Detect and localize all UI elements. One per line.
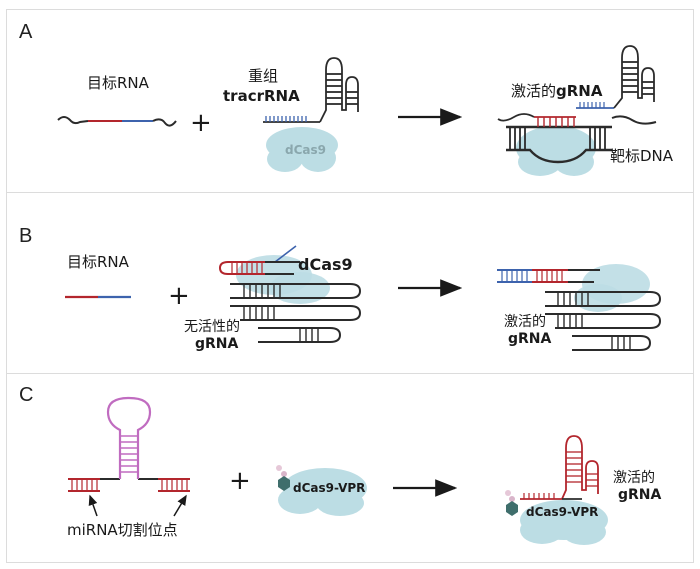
panel-a-label: A bbox=[19, 21, 33, 43]
panel-a-activated-bold: gRNA bbox=[556, 82, 603, 100]
panel-c-dcas9-vpr-right-label: dCas9-VPR bbox=[526, 505, 599, 519]
panel-c-dcas9-vpr-left-label: dCas9-VPR bbox=[293, 481, 366, 495]
panel-c-dcas9-vpr-right bbox=[505, 490, 608, 545]
panel-a-dcas9-label: dCas9 bbox=[285, 143, 326, 157]
panel-b-dcas9-label: dCas9 bbox=[298, 255, 353, 274]
panel-a-tracrrna-label: tracrRNA bbox=[223, 87, 300, 105]
panel-b-inactive-grna bbox=[218, 245, 362, 343]
panel-b-activated-line2: gRNA bbox=[508, 331, 552, 347]
panel-a-target-rna bbox=[57, 116, 177, 127]
panel-b-label: B bbox=[19, 225, 33, 247]
panel-a-target-dna-label: 靶标DNA bbox=[610, 147, 674, 165]
panel-b-activated-line1: 激活的 bbox=[504, 314, 546, 330]
panel-c-cleavage-arrow-left bbox=[88, 494, 98, 517]
panel-b-dcas9-blob-right bbox=[574, 264, 650, 312]
panel-c-activated-line2: gRNA bbox=[618, 487, 662, 503]
panel-a-activated-grna-label: 激活的gRNA bbox=[511, 80, 602, 101]
panel-a-activated-prefix: 激活的 bbox=[511, 82, 557, 100]
panel-a-recombinant-label: 重组 bbox=[248, 67, 279, 85]
panel-a-activated-grna bbox=[576, 45, 657, 125]
panel-b-target-rna-label: 目标RNA bbox=[67, 253, 129, 271]
panel-c-dcas9-vpr-left bbox=[276, 465, 367, 516]
panel-c-cleavage-site-label: miRNA切割位点 bbox=[67, 521, 178, 539]
panel-a-tracr-hairpin bbox=[319, 57, 359, 123]
panel-a-target-rna-label: 目标RNA bbox=[87, 74, 149, 92]
panel-b-inactive-line1: 无活性的 bbox=[184, 319, 240, 335]
panel-c-label: C bbox=[19, 384, 34, 406]
panel-b-activated-grna bbox=[497, 269, 662, 351]
panel-c-mirna-construct bbox=[68, 396, 190, 492]
panel-b-inactive-line2: gRNA bbox=[195, 336, 239, 352]
panel-c-activated-grna bbox=[520, 435, 599, 500]
panel-a-target-dna bbox=[497, 113, 612, 164]
panel-a-dcas9-blob bbox=[266, 127, 338, 172]
panel-c-cleavage-arrow-right bbox=[173, 494, 187, 517]
panel-a-plus: + bbox=[190, 108, 212, 138]
panel-b-plus: + bbox=[168, 281, 190, 311]
panel-c-activated-line1: 激活的 bbox=[613, 470, 655, 486]
panel-a-tracrrna bbox=[263, 116, 320, 123]
panel-c-plus: + bbox=[229, 466, 251, 496]
